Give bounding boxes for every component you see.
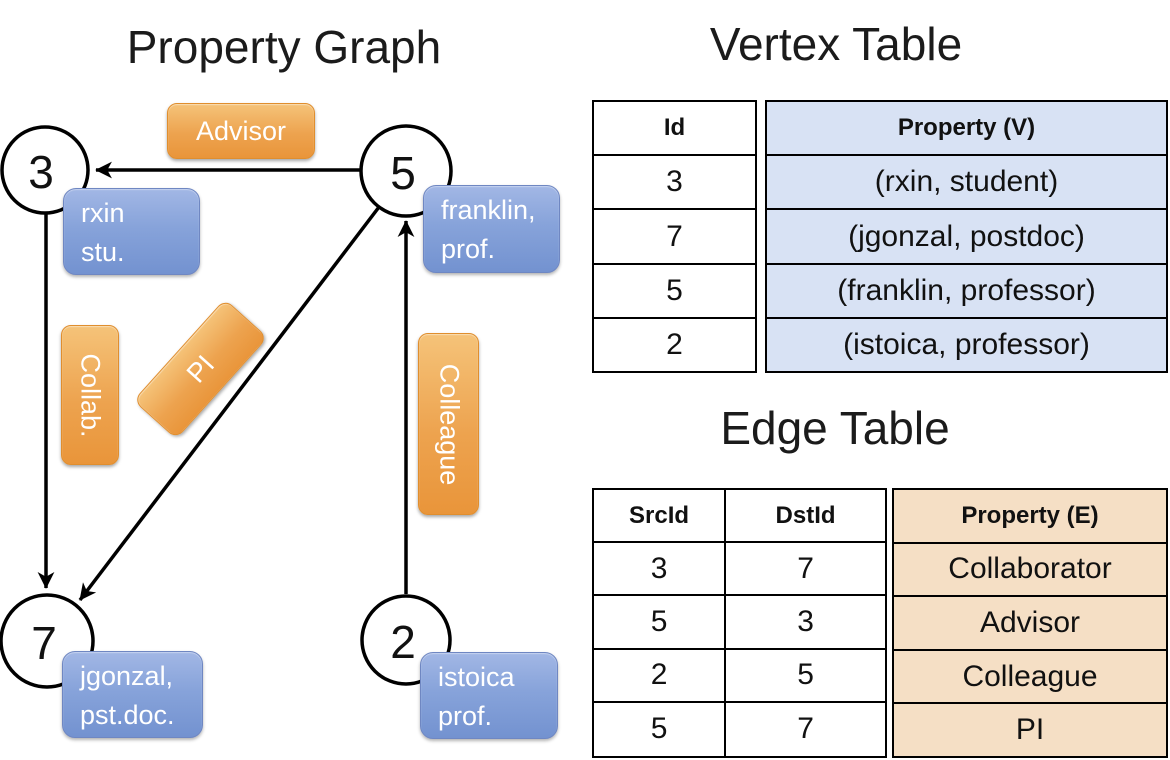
node-id-7: 7 [31, 617, 57, 669]
edge-table-property-header: Property (E) [894, 490, 1166, 544]
node-id-2: 2 [390, 616, 416, 668]
node-id-5: 5 [390, 147, 416, 199]
edge-label-advisor-text: Advisor [195, 115, 287, 146]
vertex-prop-3-line2: stu. [81, 237, 125, 267]
vertex-prop-box-7: jgonzal, pst.doc. [62, 651, 203, 738]
edge-table-property-cell: Colleague [894, 650, 1166, 705]
edge-label-collab-text: Collab. [75, 352, 106, 438]
edge-label-colleague: Colleague [418, 333, 479, 515]
edge-table-dstid-cell: 7 [797, 712, 814, 746]
vertex-table-id-cell: 7 [594, 210, 755, 265]
vertex-table-id-cell: 3 [594, 156, 755, 211]
vertex-table-property-header: Property (V) [767, 102, 1166, 157]
edge-table-property-cell: Collaborator [894, 543, 1166, 598]
vertex-prop-box-3: rxin stu. [63, 188, 200, 275]
vertex-prop-2-line1: istoica [438, 662, 515, 692]
vertex-prop-2-line2: prof. [438, 701, 493, 731]
vertex-prop-5-line2: prof. [441, 234, 496, 264]
vertex-table-property-cell: (rxin, student) [767, 156, 1166, 211]
node-id-3: 3 [28, 146, 54, 198]
vertex-table-id-column: Id 3 7 5 2 [592, 100, 757, 373]
vertex-prop-5-line1: franklin, [441, 195, 536, 225]
edge-label-colleague-text: Colleague [434, 363, 464, 485]
edge-table-title: Edge Table [720, 402, 950, 454]
vertex-table-property-cell: (jgonzal, postdoc) [767, 210, 1166, 265]
vertex-prop-7-line2: pst.doc. [80, 700, 175, 730]
edge-table-srcid-cell: 5 [594, 596, 727, 650]
edge-label-advisor: Advisor [167, 103, 315, 159]
edge-table-dstid-cell: 3 [726, 596, 885, 650]
vertex-table-id-header: Id [594, 102, 755, 157]
vertex-table-property-cell: (istoica, professor) [767, 318, 1166, 372]
edge-table-srcid-header: SrcId [594, 490, 727, 544]
vertex-prop-box-2: istoica prof. [420, 652, 558, 739]
edge-label-collab: Collab. [61, 325, 119, 465]
vertex-table-id-cell: 5 [594, 265, 755, 319]
edge-table-dstid-header: DstId [726, 490, 885, 544]
vertex-table-property-cell: (franklin, professor) [767, 264, 1166, 319]
vertex-table-id-cell: 2 [666, 327, 683, 361]
edge-table-property-column: Property (E) Collaborator Advisor Collea… [892, 488, 1168, 758]
edge-table-srcid-cell: 2 [594, 649, 727, 703]
edge-pi-5-to-7 [78, 205, 381, 602]
edge-table-srcid-cell: 5 [594, 702, 727, 756]
vertex-table-property-column: Property (V) (rxin, student) (jgonzal, p… [765, 100, 1168, 373]
edge-table-srcid-cell: 3 [594, 543, 727, 597]
edge-table-property-cell: Advisor [894, 597, 1166, 651]
vertex-prop-7-line1: jgonzal, [80, 661, 174, 691]
edge-label-pi-text: PI [180, 349, 220, 389]
edge-table-property-cell: PI [894, 704, 1166, 756]
edge-table-id-columns: SrcId DstId 3 7 5 3 2 5 5 7 [592, 488, 887, 758]
vertex-table-title: Vertex Table [709, 18, 963, 70]
edge-table-dstid-cell: 5 [726, 650, 885, 703]
edge-table-dstid-cell: 7 [726, 543, 885, 597]
vertex-prop-box-5: franklin, prof. [423, 185, 560, 273]
property-graph-title: Property Graph [126, 21, 442, 73]
vertex-prop-3-line1: rxin [81, 198, 125, 228]
